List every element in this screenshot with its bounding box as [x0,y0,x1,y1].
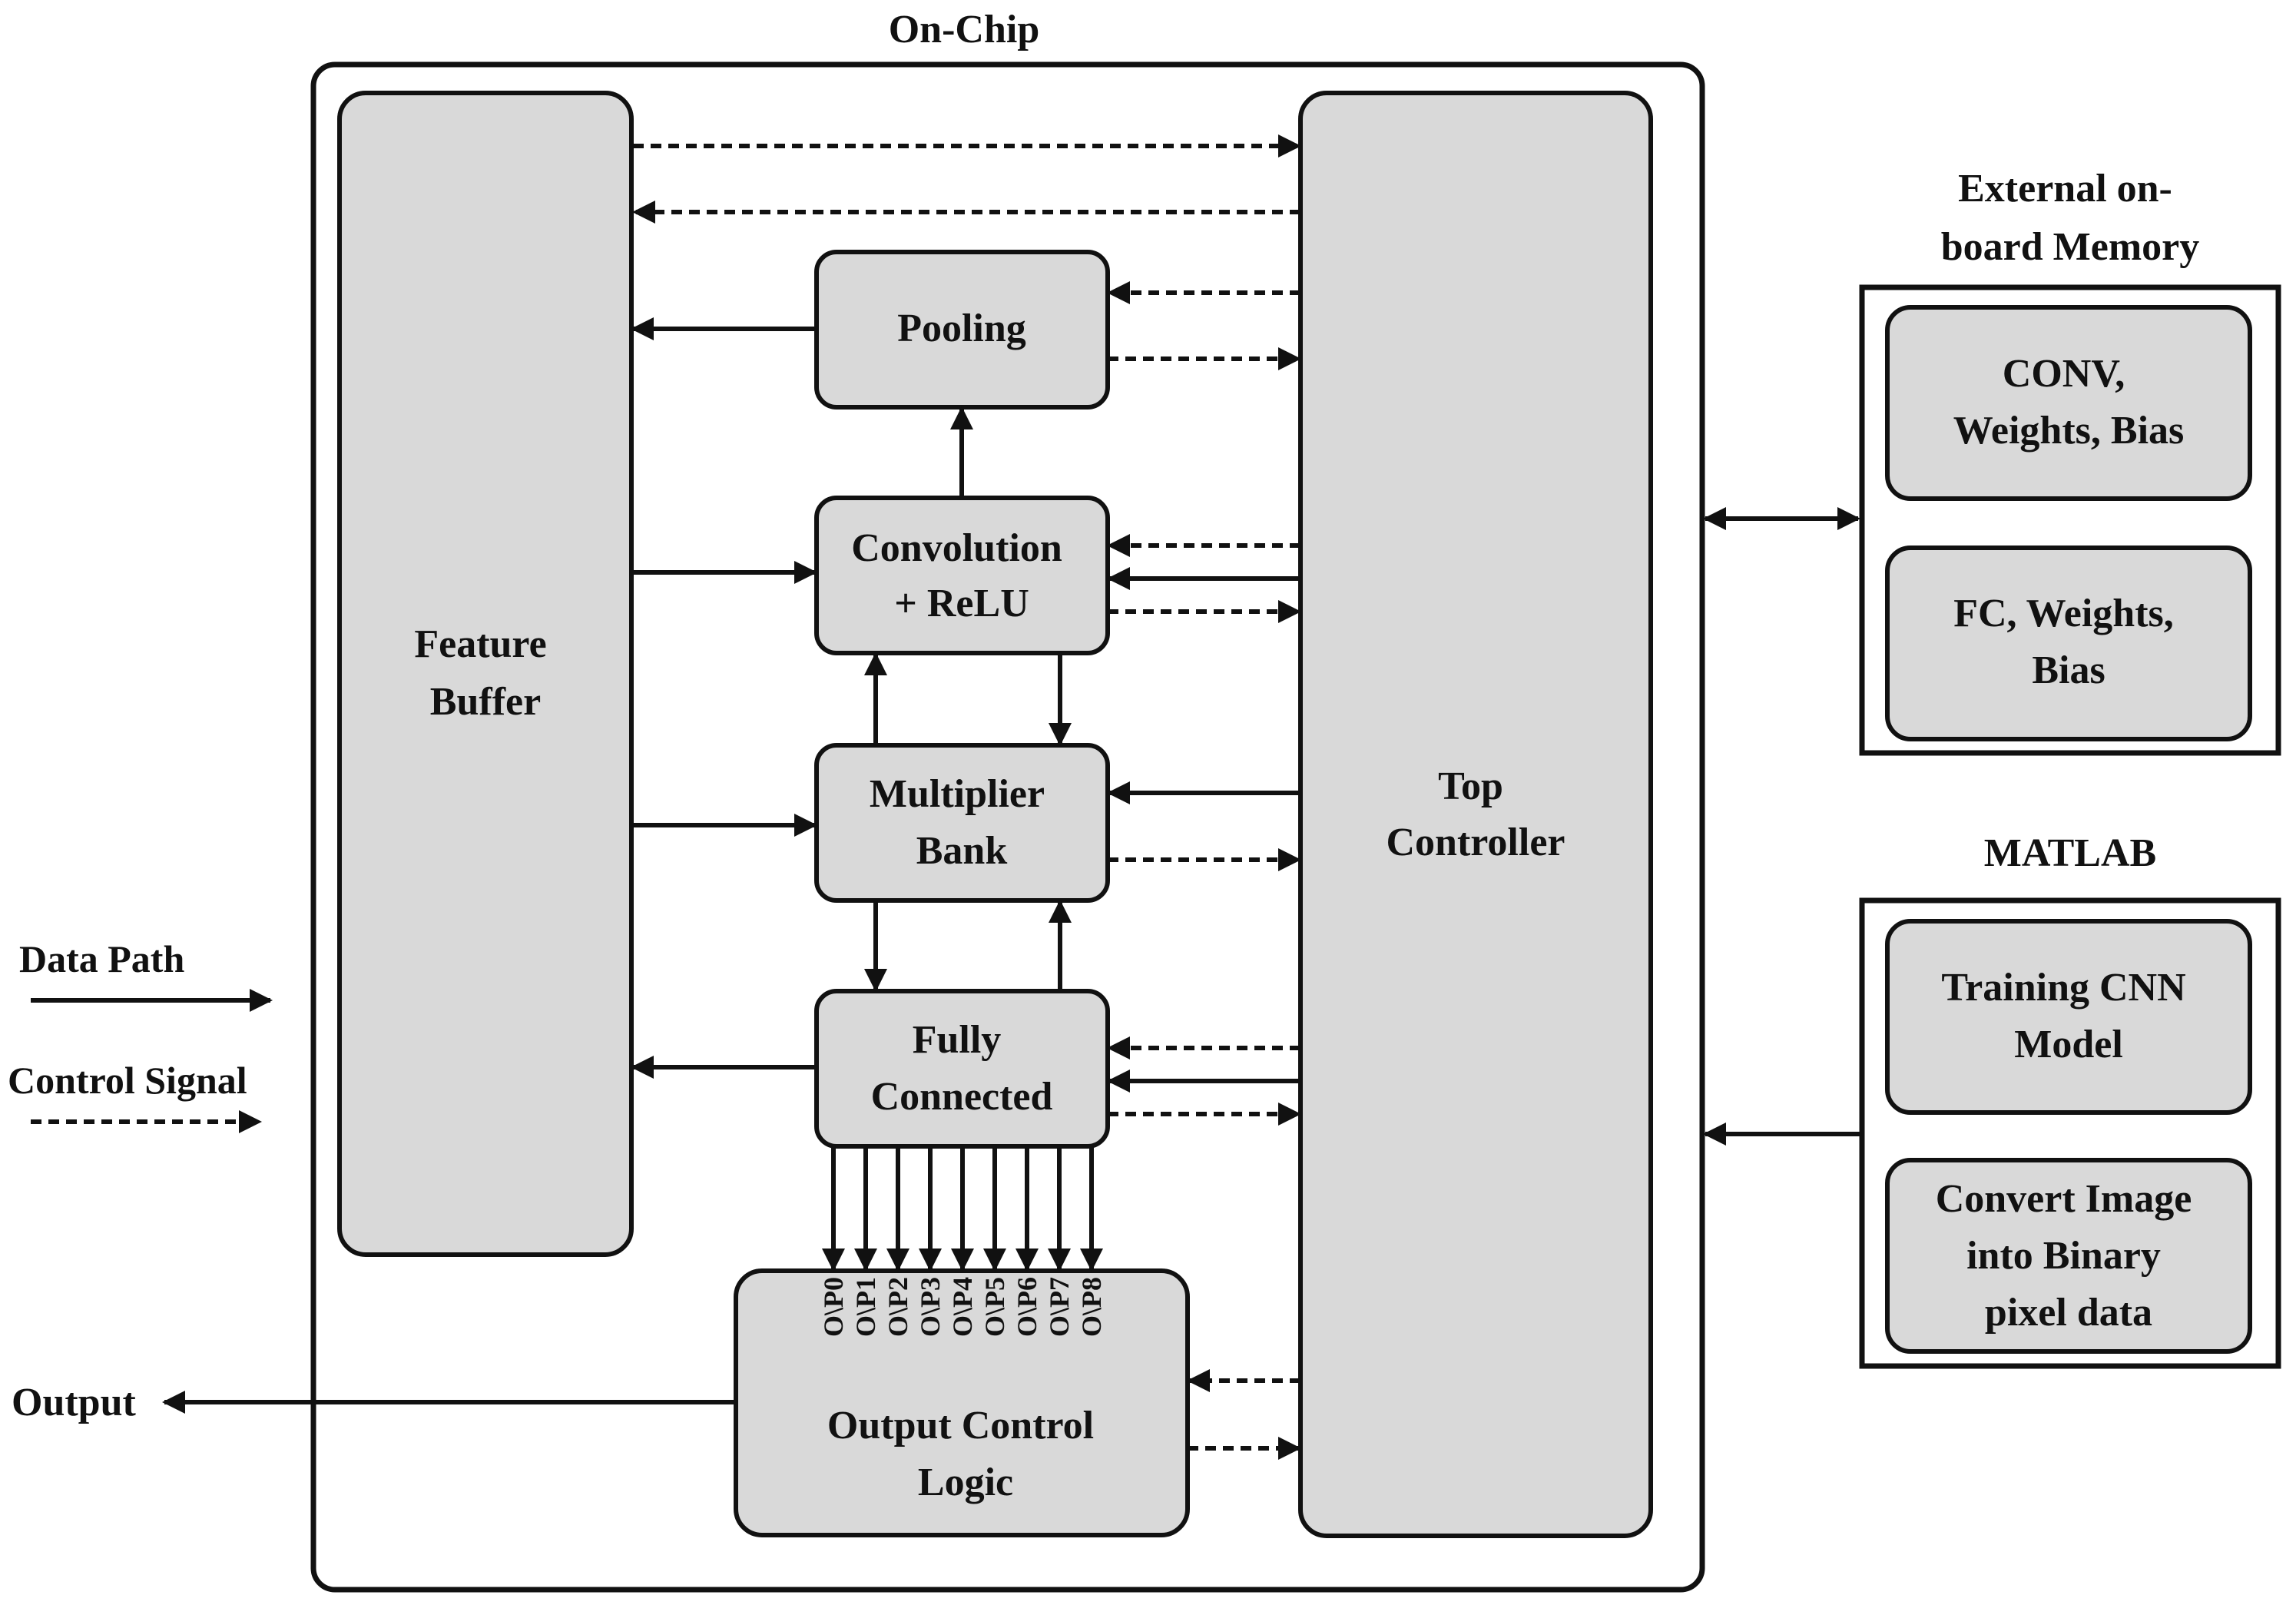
svg-text:Output Control Logic: Output Control Logic [827,1404,1104,1504]
output-control-logic-block: Output Control Logic [734,1268,1190,1537]
feature-buffer-line2: Buffer [430,680,541,724]
fully-connected-line1: Fully [913,1018,1002,1062]
svg-text:Feature Buffer: Feature Buffer [414,622,556,724]
pooling-label: Pooling [897,307,1026,350]
output-port-label: O\P6 [1012,1277,1042,1337]
matlab-title: MATLAB [1984,831,2156,875]
feature-buffer-block: Feature Buffer [337,91,634,1257]
output-port-label: O\P8 [1076,1277,1107,1337]
legend: Data Path Control Signal [8,937,273,1133]
external-memory-frame [1859,284,2281,756]
feature-buffer-line1: Feature [414,622,546,666]
training-cnn-line1: Training CNN [1941,966,2185,1010]
data-path-arrows [162,317,1862,1414]
svg-text:Convert Image into Bi: Convert Image into Binary pixel data [1936,1177,2202,1335]
fc-weights-line2: Bias [2032,648,2105,692]
fc-weights-line1: FC, Weights, [1953,592,2174,635]
svg-text:Multiplier Bank: Multiplier Bank [870,772,1054,873]
multiplier-line2: Bank [916,829,1008,873]
output-port-label: O\P2 [883,1277,913,1337]
top-controller-block: Top Controller [1298,91,1653,1538]
fully-connected-block: Fully Connected [814,989,1110,1149]
svg-text:Top Controller: Top Controller [1387,764,1565,864]
output-port-label: O\P5 [979,1277,1010,1337]
training-cnn-line2: Model [2014,1023,2123,1066]
fully-connected-line2: Connected [871,1075,1053,1119]
convert-image-line3: pixel data [1985,1291,2152,1335]
top-controller-line1: Top [1438,764,1503,808]
output-port-labels: O\P0 O\P1 O\P2 O\P3 O\P4 O\P5 O\P6 O\P7 … [818,1277,1107,1337]
on-chip-frame [310,61,1705,1593]
control-signal-arrows [632,134,1301,1460]
output-port-label: O\P7 [1044,1277,1075,1337]
output-label: Output [12,1381,137,1424]
top-controller-line2: Controller [1387,821,1565,864]
legend-control-signal-label: Control Signal [8,1059,247,1102]
fc-output-arrows [822,1146,1103,1272]
output-port-label: O\P1 [850,1277,881,1337]
convolution-line2: + ReLU [894,582,1029,625]
fc-weights-block: FC, Weights, Bias [1885,546,2252,741]
convert-image-block: Convert Image into Binary pixel data [1885,1158,2252,1354]
output-port-label: O\P0 [818,1277,849,1337]
output-control-line2: Logic [918,1461,1013,1504]
conv-weights-line2: Weights, Bias [1953,409,2185,453]
svg-text:CONV, Weights, Bias: CONV, Weights, Bias [1953,352,2185,453]
svg-text:Training CNN Model: Training CNN Model [1941,966,2195,1066]
output-port-label: O\P4 [947,1277,978,1337]
svg-text:FC, Weights, Bias: FC, Weights, Bias [1953,592,2184,692]
output-control-line1: Output Control [827,1404,1094,1447]
svg-text:Convolution + ReLU: Convolution + ReLU [851,526,1072,625]
matlab-frame [1859,897,2281,1369]
svg-text:External on- board Memor: External on- board Memory [1941,167,2199,269]
matlab-section: MATLAB Training CNN Model Convert Image … [1859,831,2281,1369]
external-memory-title-line1: External on- [1958,167,2172,211]
convert-image-line1: Convert Image [1936,1177,2192,1221]
external-memory-section: External on- board Memory CONV, Weights,… [1859,167,2281,756]
convolution-relu-block: Convolution + ReLU [814,496,1110,655]
conv-weights-line1: CONV, [2003,352,2125,396]
conv-weights-block: CONV, Weights, Bias [1885,305,2252,501]
convolution-line1: Convolution [851,526,1062,570]
output-port-label: O\P3 [915,1277,946,1337]
multiplier-line1: Multiplier [870,772,1044,816]
legend-data-path-label: Data Path [19,937,184,980]
training-cnn-block: Training CNN Model [1885,919,2252,1115]
svg-text:Fully Connected: Fully Connected [871,1018,1053,1119]
convert-image-line2: into Binary [1966,1234,2161,1278]
pooling-block: Pooling [814,250,1110,410]
external-memory-title-line2: board Memory [1941,225,2199,269]
multiplier-bank-block: Multiplier Bank [814,743,1110,903]
on-chip-title: On-Chip [889,8,1040,51]
